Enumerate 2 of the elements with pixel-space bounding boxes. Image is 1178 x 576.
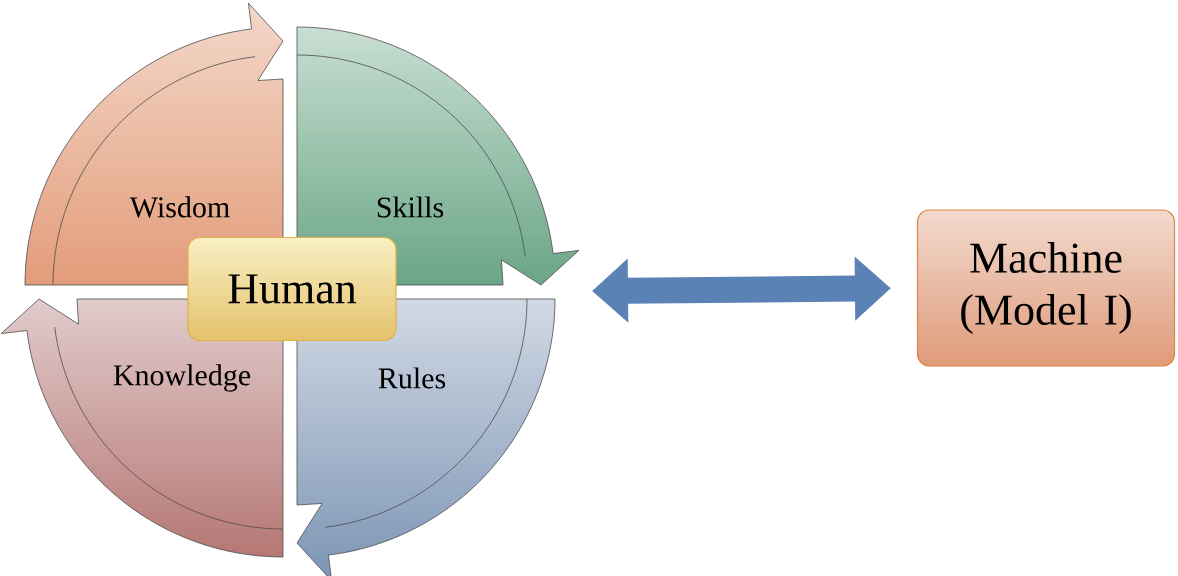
rounded-box: Human (187, 236, 397, 342)
rounded-box: Machine (Model I) (916, 209, 1176, 367)
